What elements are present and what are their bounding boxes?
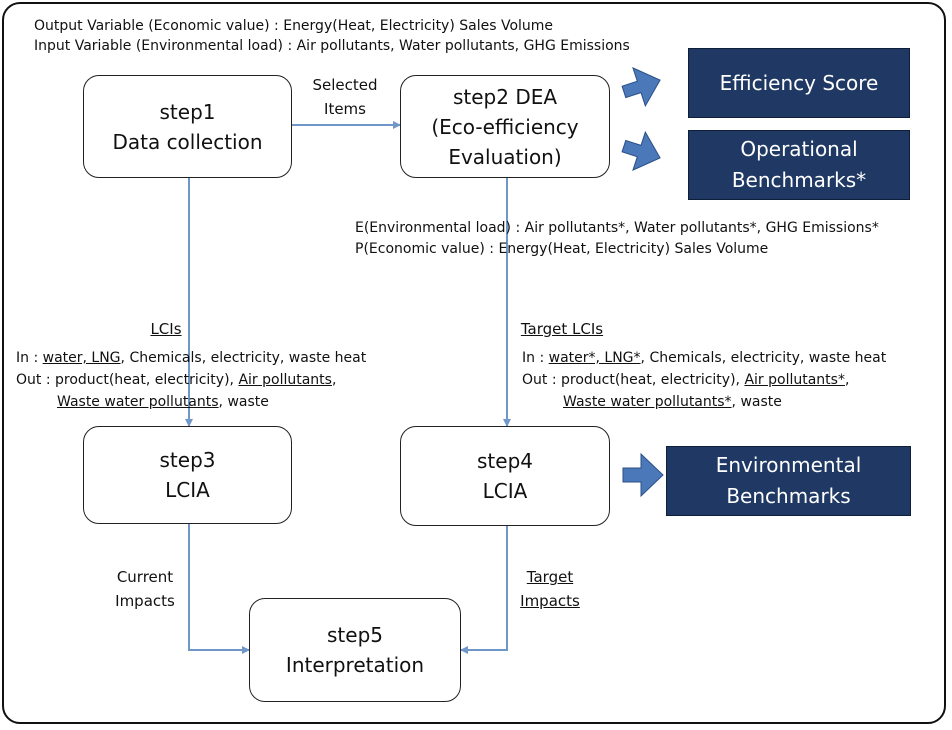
lci-left-in: In : water, LNG, Chemicals, electricity,…	[16, 349, 366, 368]
step4-subtitle: LCIA	[482, 479, 528, 503]
efficiency-score-box: Efficiency Score	[688, 48, 910, 118]
step3-box: step3 LCIA	[83, 426, 292, 524]
connector-step4-to-step5	[460, 526, 508, 654]
header-input-variable: Input Variable (Environmental load) : Ai…	[34, 38, 630, 54]
lci-left-in-rest: , Chemicals, electricity, waste heat	[120, 350, 367, 366]
block-arrow-efficiency	[621, 66, 661, 108]
operational-benchmarks-box: Operational Benchmarks*	[688, 130, 910, 200]
selected-items-line1: Selected	[312, 76, 378, 94]
environmental-benchmarks-line1: Environmental	[715, 453, 862, 477]
lci-left-out2-underlined: Waste water pollutants	[57, 394, 219, 410]
lci-right-in-label: In :	[522, 350, 549, 366]
block-arrow-environmental	[622, 452, 664, 498]
step2-line3: Evaluation)	[448, 144, 562, 169]
dea-note-p: P(Economic value) : Energy(Heat, Electri…	[355, 241, 769, 257]
environmental-benchmarks-line2: Benchmarks	[726, 484, 851, 508]
lci-right-in-rest: , Chemicals, electricity, waste heat	[640, 350, 887, 366]
step3-title: step3	[159, 448, 216, 472]
connector-step3-to-step5	[188, 524, 250, 654]
target-lcis-label: Target LCIs	[520, 320, 604, 338]
lci-right-in: In : water*, LNG*, Chemicals, electricit…	[522, 349, 886, 368]
step5-subtitle: Interpretation	[285, 653, 425, 677]
operational-benchmarks-line1: Operational	[740, 137, 858, 161]
efficiency-score-label: Efficiency Score	[719, 70, 879, 95]
step5-box: step5 Interpretation	[249, 598, 461, 702]
lci-left-out-underlined: Air pollutants	[238, 372, 332, 388]
lci-left-out: Out : product(heat, electricity), Air po…	[16, 371, 336, 390]
lci-right-out-rest: ,	[844, 372, 850, 388]
dea-note-e: E(Environmental load) : Air pollutants*,…	[355, 220, 879, 236]
step5-title: step5	[327, 623, 383, 647]
lci-right-out2-rest: , waste	[731, 394, 782, 410]
lci-right-out2-underlined: Waste water pollutants*	[563, 394, 732, 410]
lci-left-out2-rest: , waste	[218, 394, 269, 410]
lci-right-out-underlined: Air pollutants*	[744, 372, 845, 388]
target-impacts-line1: Target	[526, 568, 574, 586]
selected-items-line2: Items	[324, 100, 366, 118]
step2-title: step2 DEA	[452, 84, 558, 109]
current-impacts-label: Current Impacts	[104, 565, 186, 613]
block-arrow-operational	[621, 130, 661, 172]
lci-right-out: Out : product(heat, electricity), Air po…	[522, 371, 849, 390]
lci-left-out2: Waste water pollutants, waste	[57, 393, 269, 412]
step4-title: step4	[477, 449, 533, 473]
lci-right-in-underlined: water*, LNG*	[548, 350, 641, 366]
step4-box: step4 LCIA	[400, 426, 610, 526]
lci-left-in-underlined: water, LNG	[42, 350, 121, 366]
current-impacts-line2: Impacts	[115, 592, 175, 610]
target-impacts-line2: Impacts	[520, 592, 580, 610]
step2-line2: (Eco-efficiency	[431, 114, 579, 139]
current-impacts-line1: Current	[116, 568, 174, 586]
lci-right-out-label: Out : product(heat, electricity),	[522, 372, 745, 388]
lci-left-in-label: In :	[16, 350, 43, 366]
environmental-benchmarks-box: Environmental Benchmarks	[666, 446, 911, 516]
lci-left-out-rest: ,	[331, 372, 337, 388]
lci-left-out-label: Out : product(heat, electricity),	[16, 372, 239, 388]
operational-benchmarks-line2: Benchmarks*	[731, 168, 867, 192]
step3-subtitle: LCIA	[165, 478, 210, 502]
header-output-variable: Output Variable (Economic value) : Energ…	[34, 18, 554, 34]
step1-subtitle: Data collection	[112, 129, 263, 154]
selected-items-label: Selected Items	[300, 73, 390, 121]
target-impacts-label: Target Impacts	[512, 565, 588, 613]
lci-right-out2: Waste water pollutants*, waste	[563, 393, 782, 412]
step2-box: step2 DEA (Eco-efficiency Evaluation)	[400, 75, 610, 178]
step1-title: step1	[159, 99, 216, 124]
lcis-label: LCIs	[150, 320, 182, 338]
step1-box: step1 Data collection	[83, 75, 292, 178]
